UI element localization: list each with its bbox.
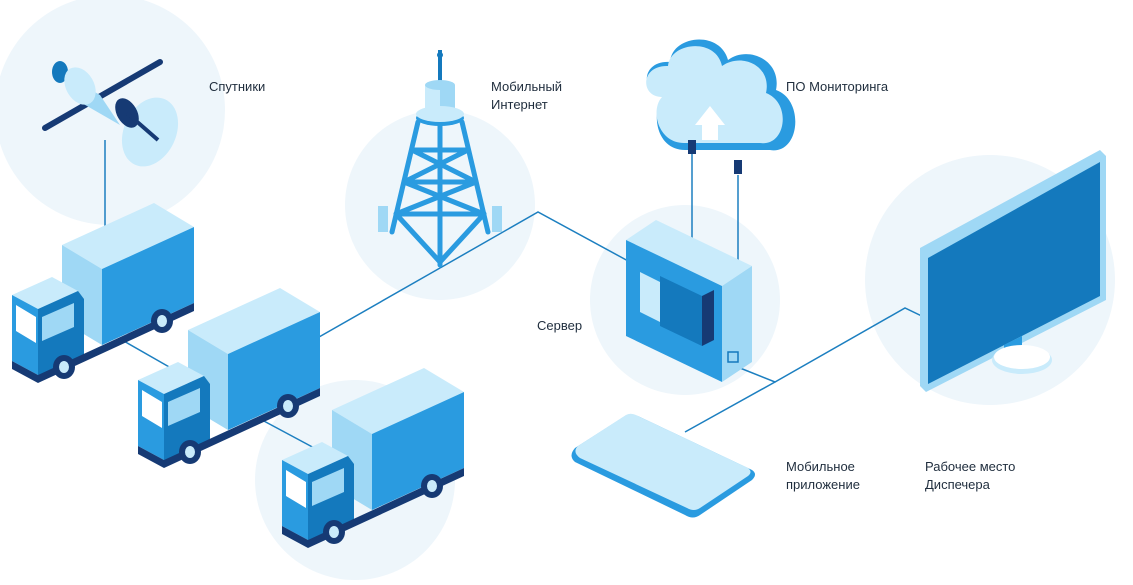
mobile-app-label-line2: приложение: [786, 477, 860, 492]
mobile-internet-label-line1: Мобильный: [491, 79, 563, 94]
dispatcher-label-line2: Диспечера: [925, 477, 990, 492]
monitor-icon: [920, 150, 1106, 392]
server-icon: [626, 220, 752, 382]
cloud-icon: [646, 39, 796, 174]
cell-tower-icon: [378, 50, 502, 268]
mobile-internet-label-line2: Интернет: [491, 97, 548, 112]
dispatcher-workstation-label: Рабочее место Диспечера: [925, 458, 1015, 494]
mobile-app-label: Мобильное приложение: [786, 458, 860, 494]
satellite-icon: [42, 59, 179, 167]
smartphone-icon: [571, 413, 755, 518]
satellites-label: Спутники: [209, 79, 266, 94]
mobile-internet-label: Мобильный Интернет: [491, 78, 562, 114]
monitoring-software-label: ПО Мониторинга: [786, 79, 889, 94]
connection-lines: [104, 140, 931, 451]
server-label: Сервер: [537, 318, 583, 333]
truck-icon: [12, 203, 194, 383]
mobile-app-label-line1: Мобильное: [786, 459, 855, 474]
dispatcher-label-line1: Рабочее место: [925, 459, 1016, 474]
